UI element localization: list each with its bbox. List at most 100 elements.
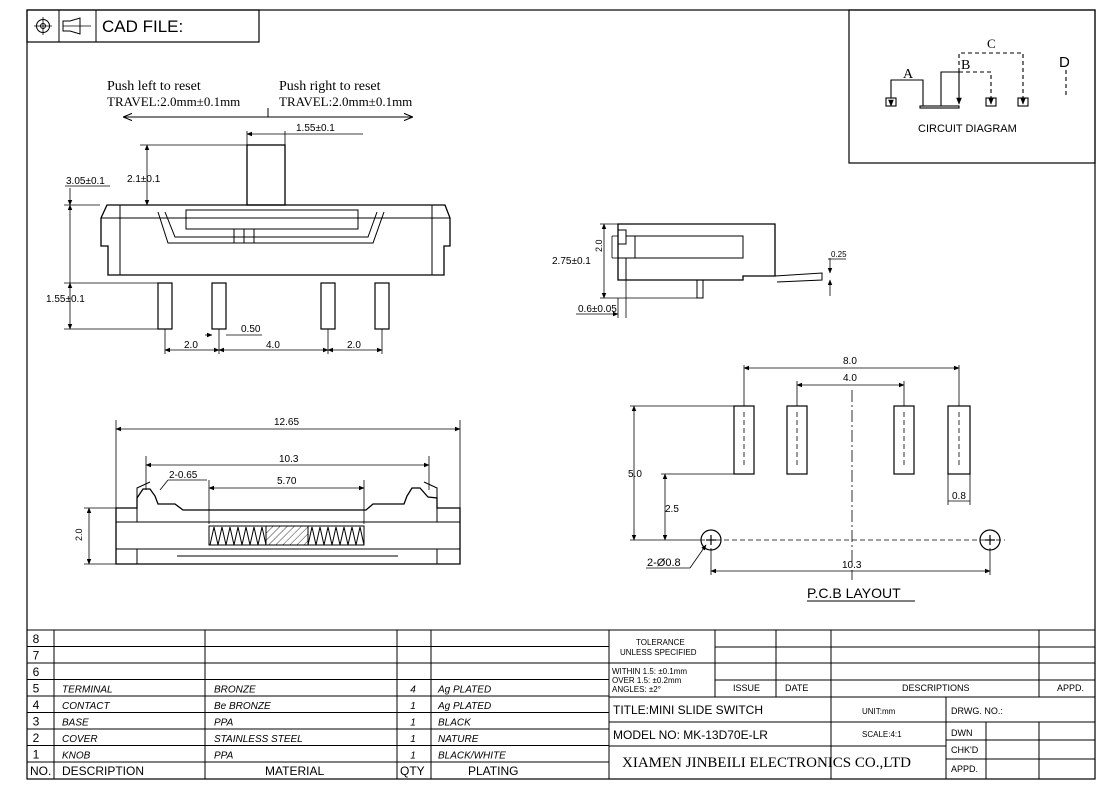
dim-pin-length: 1.55±0.1	[46, 294, 85, 305]
bom-cell-plating: Ag PLATED	[437, 685, 491, 696]
circuit-label-a: A	[903, 67, 914, 82]
circuit-label-d: D	[1059, 54, 1070, 71]
title-block: TOLERANCE UNLESS SPECIFIED WITHIN 1.5: ±…	[609, 630, 1095, 779]
drawing-title: TITLE:MINI SLIDE SWITCH	[613, 703, 763, 717]
company-name: XIAMEN JINBEILI ELECTRONICS CO.,LTD	[622, 755, 911, 771]
bom-cell-material: STAINLESS STEEL	[214, 734, 303, 745]
circuit-label-c: C	[987, 36, 996, 51]
bom-cell-plating: NATURE	[438, 734, 479, 745]
tolerance-line-2: UNLESS SPECIFIED	[620, 648, 697, 657]
dwn-label: DWN	[951, 728, 973, 738]
bom-cell-material: BRONZE	[214, 685, 256, 696]
pcb-dim-inner: 4.0	[843, 373, 857, 384]
circuit-title: CIRCUIT DIAGRAM	[918, 123, 1017, 135]
tolerance-line-1: TOLERANCE	[636, 638, 685, 647]
appd-label: APPD.	[951, 764, 978, 774]
date-header: DATE	[785, 683, 808, 693]
bom-header-material: MATERIAL	[265, 764, 324, 778]
tolerance-angles: ANGLES: ±2°	[612, 685, 661, 694]
bom-cell-no: 2	[33, 731, 40, 745]
bom-cell-qty: 1	[410, 734, 416, 745]
dim-knob-width: 1.55±0.1	[296, 123, 335, 134]
drawing-number-label: DRWG. NO.:	[951, 706, 1003, 716]
bom-header-plating: PLATING	[468, 764, 518, 778]
appd-header: APPD.	[1057, 683, 1084, 693]
bom-cell-no: 1	[33, 748, 40, 762]
bom-cell-qty: 1	[410, 718, 416, 729]
bom-cell-plating: Ag PLATED	[437, 701, 491, 712]
bom-cell-description: COVER	[62, 734, 98, 745]
issue-header: ISSUE	[733, 683, 760, 693]
bom-cell-plating: BLACK	[438, 718, 472, 729]
bom-cell-no: 7	[33, 649, 40, 663]
dim-pin-width: 0.50	[241, 324, 261, 335]
bom-cell-no: 3	[33, 715, 40, 729]
bom-cell-material: PPA	[214, 718, 234, 729]
pcb-layout: 8.0 4.0 5.0 2.5 0.8 10.3 2-Ø0.8 P.C.B LA…	[628, 356, 1005, 602]
pcb-dim-height: 5.0	[628, 469, 642, 480]
pcb-dim-pad: 0.8	[952, 491, 966, 502]
bom-cell-qty: 4	[410, 685, 416, 696]
chkd-label: CHK'D	[951, 745, 979, 755]
dim-side-thickness: 0.25	[831, 250, 847, 259]
circuit-diagram: A B C D CIRCUIT DIAGRAM	[848, 9, 1096, 164]
pcb-dim-hole-span: 10.3	[842, 560, 862, 571]
bom-cell-material: PPA	[214, 751, 234, 762]
unit-label: UNIT:mm	[862, 707, 896, 716]
pcb-dim-offset: 2.5	[665, 504, 679, 515]
dim-top-window: 5.70	[277, 476, 297, 487]
tolerance-within: WITHIN 1.5: ±0.1mm	[612, 667, 687, 676]
side-view: 2.75±0.1 2.0 0.25 0.6±0.05	[552, 223, 847, 318]
pcb-mounting-holes	[700, 529, 1001, 551]
dim-pitch-right: 2.0	[347, 340, 361, 351]
bom-cell-description: CONTACT	[62, 701, 110, 712]
bom-cell-description: KNOB	[62, 751, 91, 762]
scale-label: SCALE:4:1	[862, 730, 902, 739]
pcb-dim-outer: 8.0	[843, 356, 857, 367]
push-left-text: Push left to reset	[107, 79, 201, 94]
dim-body-height: 3.05±0.1	[66, 176, 105, 187]
terminal-pins	[157, 282, 390, 330]
bom-cell-plating: BLACK/WHITE	[438, 751, 506, 762]
bom-header-no: NO.	[30, 764, 51, 778]
front-view: Push left to reset Push right to reset T…	[46, 79, 451, 354]
bom-cell-no: 4	[33, 698, 40, 712]
cad-file-label: CAD FILE:	[102, 17, 183, 36]
bom-cell-description: TERMINAL	[62, 685, 113, 696]
sheet-border	[26, 9, 1096, 780]
projection-symbol-icon	[34, 17, 91, 35]
tolerance-over: OVER 1.5: ±0.2mm	[612, 676, 682, 685]
bom-header-qty: QTY	[400, 764, 425, 778]
top-view: 12.65 10.3 2-0.65 5.70 2.0	[74, 417, 461, 565]
push-right-text: Push right to reset	[279, 79, 381, 94]
cad-file-header: CAD FILE:	[26, 9, 260, 43]
pcb-title: P.C.B LAYOUT	[807, 585, 901, 601]
bom-cell-qty: 1	[410, 751, 416, 762]
pcb-dim-holes: 2-Ø0.8	[647, 557, 681, 569]
bom-cell-qty: 1	[410, 701, 416, 712]
dim-pitch-left: 2.0	[184, 340, 198, 351]
travel-left-text: TRAVEL:2.0mm±0.1mm	[107, 94, 240, 109]
dim-knob-height: 2.1±0.1	[127, 174, 161, 185]
dim-top-slot: 2-0.65	[169, 470, 198, 481]
descriptions-header: DESCRIPTIONS	[902, 683, 970, 693]
model-number: MODEL NO: MK-13D70E-LR	[613, 728, 768, 742]
circuit-label-b: B	[961, 58, 970, 73]
dim-top-overall: 12.65	[274, 417, 299, 428]
dim-top-inner: 10.3	[279, 454, 299, 465]
dim-pitch-mid: 4.0	[266, 340, 280, 351]
bom-cell-no: 5	[33, 682, 40, 696]
dim-side-total: 2.75±0.1	[552, 256, 591, 267]
bom-cell-no: 8	[33, 632, 40, 646]
travel-right-text: TRAVEL:2.0mm±0.1mm	[279, 94, 412, 109]
bom-cell-material: Be BRONZE	[214, 701, 271, 712]
bom-header-description: DESCRIPTION	[62, 764, 144, 778]
knob	[246, 144, 286, 206]
dim-side-body: 2.0	[594, 239, 604, 252]
switch-body	[100, 204, 451, 276]
dim-side-offset: 0.6±0.05	[578, 304, 617, 315]
bom-cell-description: BASE	[62, 718, 89, 729]
